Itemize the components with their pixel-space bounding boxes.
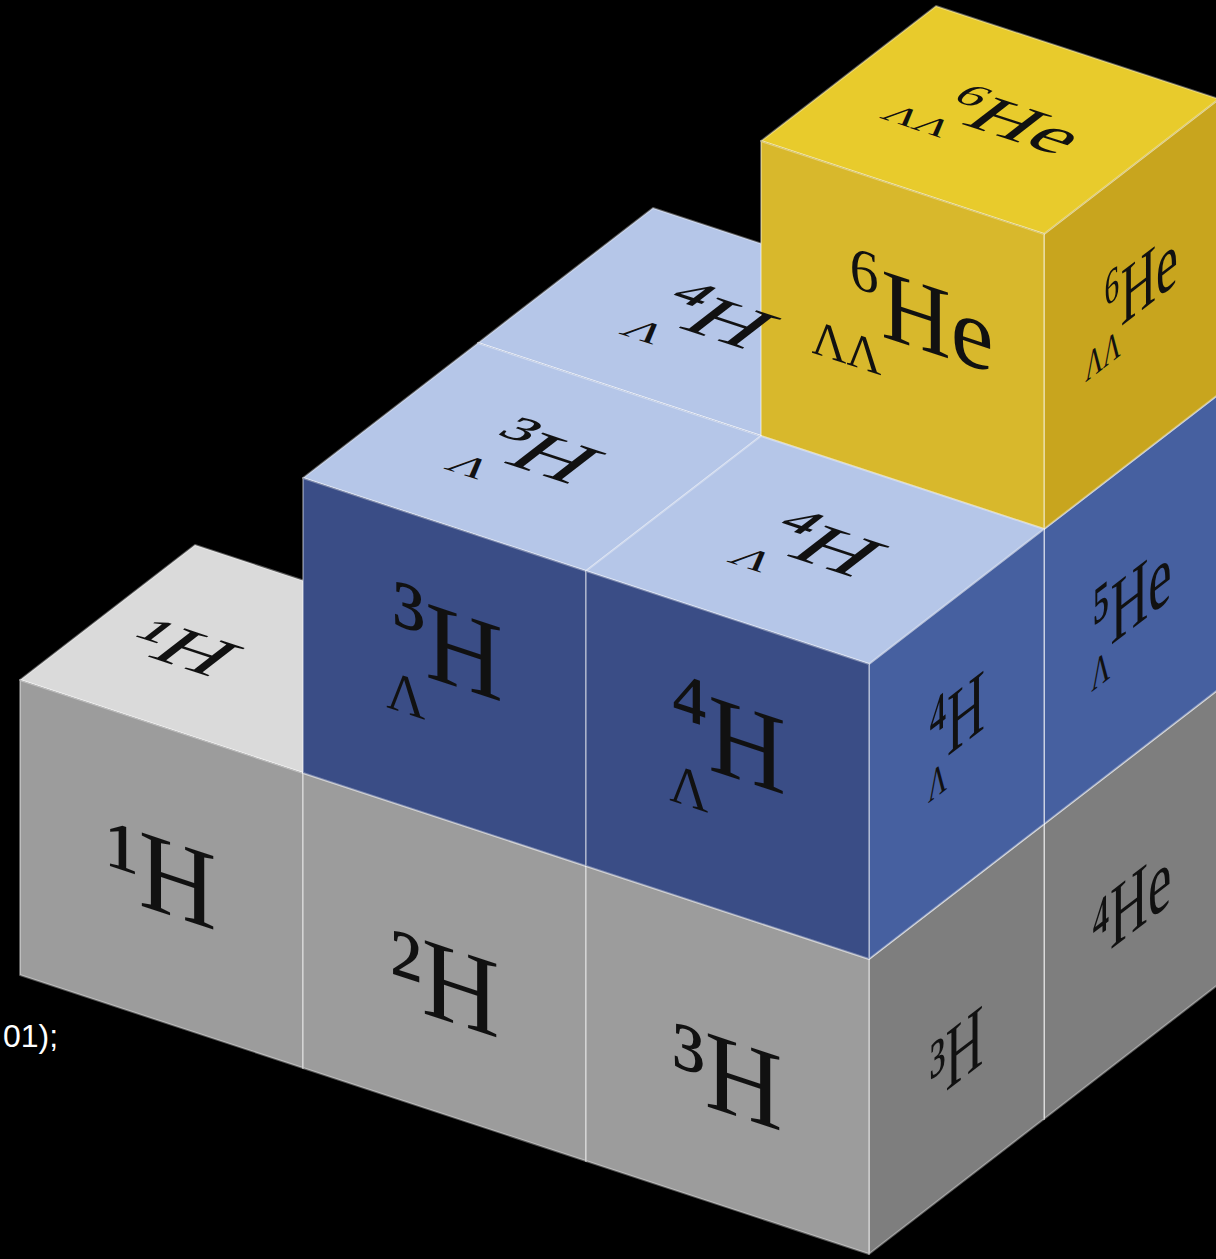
nuclide-label: ¹H	[109, 610, 258, 684]
nuclide-label: ⁴ΛH	[615, 274, 800, 370]
nuclide-label: ⁴ΛH	[928, 648, 985, 811]
nuclide-label: ³ΛH	[386, 562, 503, 752]
nuclide-label: ³H	[673, 1001, 783, 1149]
nuclide-label: ³H	[930, 989, 984, 1119]
nuclide-label: ²H	[390, 908, 500, 1056]
nuclide-label: ⁵ΛHe	[1091, 518, 1171, 699]
cube-face	[303, 478, 586, 866]
nuclide-label: ³ΛH	[440, 409, 625, 505]
cut-off-note: 01);	[3, 1018, 58, 1055]
cube-face	[20, 680, 303, 1068]
nuclide-label: ⁶ΛΛHe	[874, 66, 1105, 173]
nuclide-label: ⁴ΛH	[723, 502, 908, 598]
cube-face	[586, 571, 869, 959]
nuclide-label: ⁴ΛH	[669, 655, 786, 845]
nuclide-label: ¹H	[107, 800, 217, 948]
nuclide-label: ⁶ΛΛHe	[811, 223, 993, 418]
nuclide-label: ⁶ΛΛHe	[1085, 208, 1178, 391]
nuclide-label: ⁴He	[1092, 829, 1172, 979]
